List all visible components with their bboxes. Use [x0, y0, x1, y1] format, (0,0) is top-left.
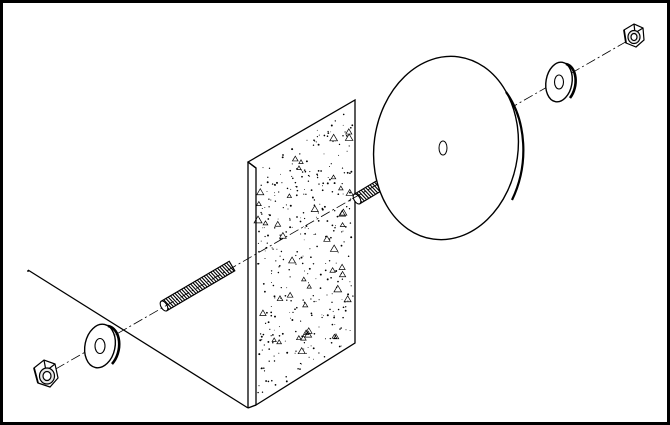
washer-right: [545, 61, 577, 103]
ground-outline: [27, 269, 249, 409]
plate-hole: [438, 140, 448, 156]
hex-nut-left: [33, 359, 59, 388]
circular-plate: [372, 55, 525, 241]
concrete-wall: [246, 98, 356, 409]
threaded-rod-left: [159, 260, 236, 312]
center-axis-line: [39, 35, 637, 379]
washer-left: [83, 323, 121, 369]
concrete-texture: [253, 113, 354, 394]
hex-nut-right: [623, 23, 645, 48]
